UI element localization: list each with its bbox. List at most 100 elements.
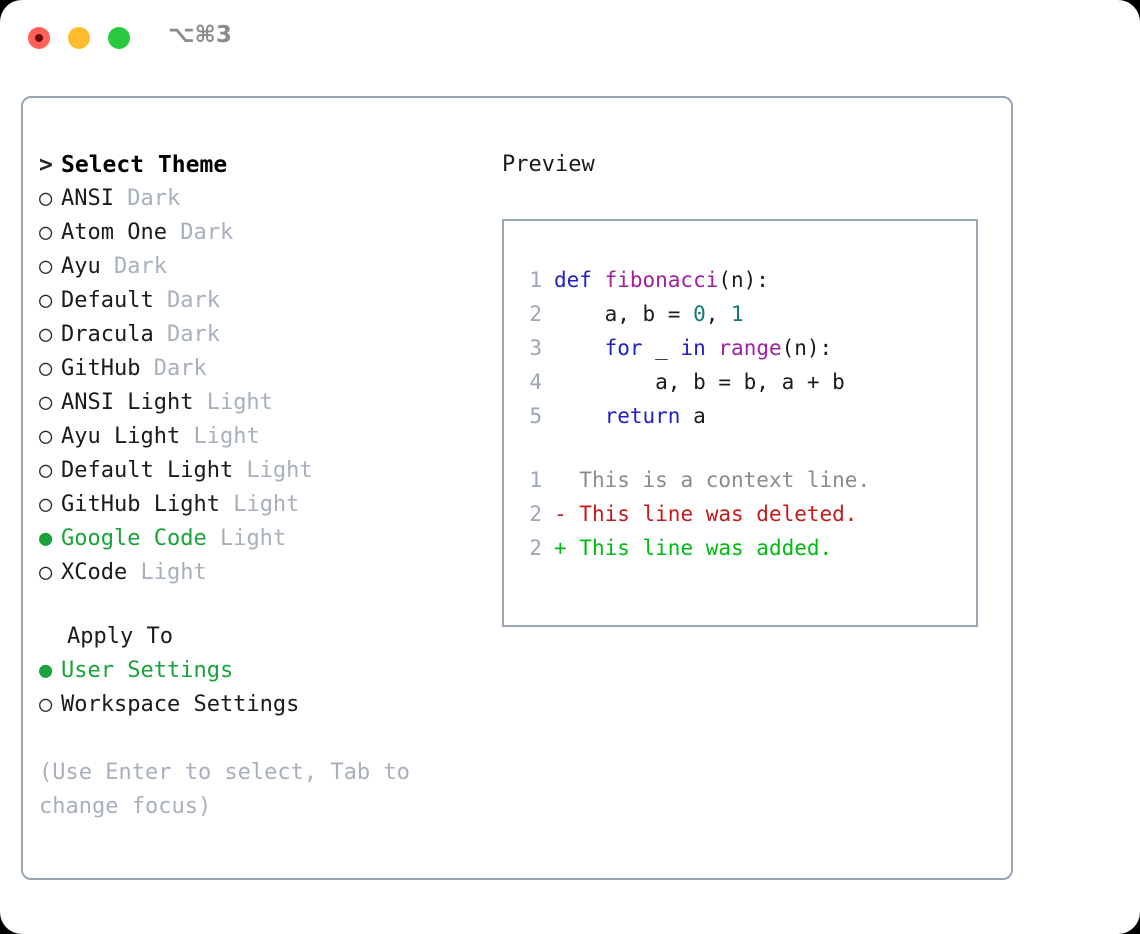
theme-name-label: ANSI: [61, 186, 114, 211]
theme-picker-panel: >Select Theme ○ANSI Dark○Atom One Dark○A…: [21, 96, 1013, 880]
minimize-window-button[interactable]: [68, 27, 90, 49]
code-line: 5 return a: [516, 399, 976, 433]
apply-to-option-row[interactable]: ●User Settings: [39, 654, 469, 688]
theme-name-label: Dracula: [61, 322, 154, 347]
theme-option-row[interactable]: ○ Default Dark: [39, 284, 469, 318]
diff-text: This line was deleted.: [566, 502, 858, 526]
code-line: 2 a, b = 0, 1: [516, 297, 976, 331]
radio-unselected-icon: ○: [39, 254, 53, 279]
theme-option-row[interactable]: ○ANSI Light Light: [39, 386, 469, 420]
spacer: [39, 590, 469, 620]
diff-line: 2 + This line was added.: [516, 531, 976, 565]
diff-marker: -: [554, 502, 567, 526]
line-number: 5: [529, 404, 542, 428]
theme-variant-badge: Light: [233, 458, 313, 483]
code-token: [554, 404, 605, 428]
theme-variant-badge: Dark: [153, 322, 220, 347]
theme-name-label: Google Code: [61, 526, 207, 551]
theme-option-row[interactable]: ○ Atom One Dark: [39, 216, 469, 250]
line-number: 4: [529, 370, 542, 394]
diff-marker: +: [554, 536, 567, 560]
line-number: 2: [529, 536, 542, 560]
theme-name-label: Default: [61, 288, 154, 313]
code-token: ,: [705, 302, 732, 326]
diff-marker: [554, 468, 567, 492]
theme-list-column: >Select Theme ○ANSI Dark○Atom One Dark○A…: [39, 148, 469, 824]
theme-variant-badge: Dark: [153, 288, 220, 313]
close-window-button[interactable]: [28, 27, 50, 49]
line-number: 1: [529, 468, 542, 492]
line-number: 3: [529, 336, 542, 360]
radio-unselected-icon: ○: [39, 424, 53, 449]
spacer: [39, 722, 469, 756]
theme-name-label: GitHub Light: [61, 492, 220, 517]
radio-selected-icon: ●: [39, 526, 53, 551]
theme-options-list[interactable]: ○ANSI Dark○Atom One Dark○Ayu Dark○Defaul…: [39, 182, 469, 590]
theme-option-row[interactable]: ○ Dracula Dark: [39, 318, 469, 352]
theme-option-row[interactable]: ○ANSI Dark: [39, 182, 469, 216]
theme-option-row[interactable]: ○ GitHub Light Light: [39, 488, 469, 522]
code-token: [706, 336, 719, 360]
theme-name-label: Default Light: [61, 458, 234, 483]
apply-to-label: User Settings: [61, 658, 234, 683]
diff-line: 1 This is a context line.: [516, 463, 976, 497]
theme-variant-badge: Dark: [166, 220, 234, 245]
radio-unselected-icon: ○: [39, 356, 53, 381]
diff-line: 2- This line was deleted.: [516, 497, 976, 531]
radio-unselected-icon: ○: [39, 322, 53, 347]
code-token: (n):: [718, 268, 769, 292]
theme-name-label: Ayu: [61, 254, 101, 279]
theme-variant-badge: Dark: [113, 186, 181, 211]
theme-option-row[interactable]: ○ Ayu Dark: [39, 250, 469, 284]
code-token: for: [604, 336, 643, 360]
code-token: 1: [731, 302, 744, 326]
record-indicator-icon: [35, 34, 43, 42]
theme-option-row[interactable]: ○ Default Light Light: [39, 454, 469, 488]
theme-name-label: ANSI Light: [61, 390, 194, 415]
theme-name-label: GitHub: [61, 356, 141, 381]
radio-unselected-icon: ○: [39, 692, 53, 717]
code-token: a, b = b, a + b: [554, 370, 845, 394]
theme-name-label: Atom One: [61, 220, 167, 245]
theme-option-row[interactable]: ○Ayu Light Light: [39, 420, 469, 454]
code-token: return: [604, 404, 681, 428]
radio-unselected-icon: ○: [39, 288, 53, 313]
theme-variant-badge: Light: [219, 492, 300, 517]
theme-variant-badge: Light: [180, 424, 260, 449]
keyboard-hint-text: (Use Enter to select, Tab to change focu…: [39, 760, 410, 819]
prompt-caret-icon: >: [39, 152, 53, 178]
title-bar: ⌥⌘3: [0, 0, 1140, 78]
radio-unselected-icon: ○: [39, 458, 53, 483]
code-token: def: [554, 268, 605, 292]
diff-text: This line was added.: [566, 536, 833, 560]
apply-to-option-row[interactable]: ○ Workspace Settings: [39, 688, 469, 722]
spacer: [516, 433, 976, 463]
code-token: range: [718, 336, 782, 360]
code-token: in: [680, 336, 706, 360]
radio-unselected-icon: ○: [39, 560, 53, 585]
select-theme-heading-label: Select Theme: [61, 152, 228, 178]
theme-option-row[interactable]: ○GitHub Dark: [39, 352, 469, 386]
diff-text: This is a context line.: [566, 468, 871, 492]
theme-variant-badge: Light: [193, 390, 273, 415]
keyboard-shortcut-label: ⌥⌘3: [168, 22, 232, 48]
code-token: 0: [693, 302, 706, 326]
code-token: a, b =: [554, 302, 694, 326]
theme-variant-badge: Light: [127, 560, 207, 585]
select-theme-heading: > Select Theme: [39, 148, 469, 182]
apply-to-label: Workspace Settings: [61, 692, 300, 717]
code-line: 4 a, b = b, a + b: [516, 365, 976, 399]
theme-option-row[interactable]: ○XCode Light: [39, 556, 469, 590]
code-token: (n):: [781, 336, 833, 360]
theme-variant-badge: Dark: [100, 254, 167, 279]
theme-option-row[interactable]: ●Google Code Light: [39, 522, 469, 556]
radio-unselected-icon: ○: [39, 492, 53, 517]
apply-to-options-list[interactable]: ●User Settings ○ Workspace Settings: [39, 654, 469, 722]
line-number: 1: [529, 268, 542, 292]
radio-unselected-icon: ○: [39, 220, 53, 245]
maximize-window-button[interactable]: [108, 27, 130, 49]
